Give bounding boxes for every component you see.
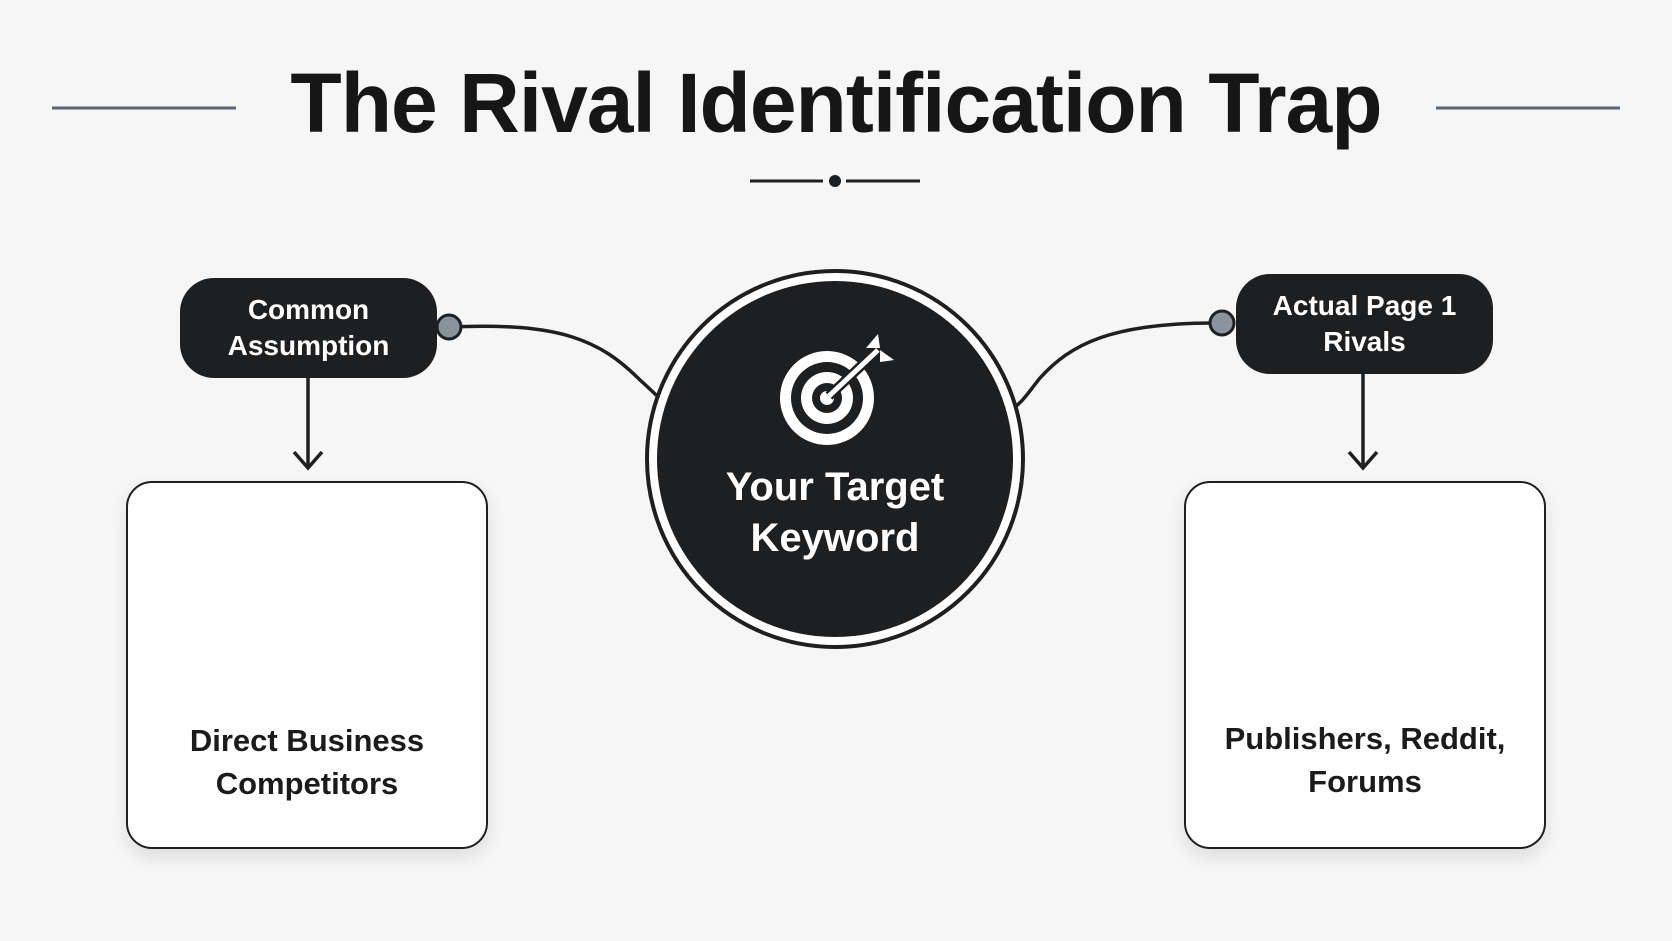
arrow-right-down [1347, 374, 1379, 471]
connector-left [448, 324, 681, 414]
connector-right [1009, 321, 1223, 412]
direct-competitors-card: Direct Business Competitors [126, 481, 488, 849]
page-title: The Rival Identification Trap [290, 56, 1382, 150]
actual-rivals-pill: Actual Page 1 Rivals [1236, 274, 1493, 374]
target-keyword-label: Your Target Keyword [725, 465, 945, 560]
direct-competitors-label: Direct Business Competitors [189, 723, 425, 801]
publishers-label: Publishers, Reddit, Forums [1224, 721, 1506, 799]
common-assumption-pill: Common Assumption [180, 278, 437, 378]
connector-node-left [435, 313, 463, 341]
title-underline-ornament [750, 175, 920, 187]
center-node [645, 269, 1025, 649]
connector-node-right [1208, 309, 1236, 337]
actual-rivals-label: Actual Page 1 Rivals [1272, 290, 1457, 357]
arrow-left-down [292, 378, 324, 471]
publishers-card: Publishers, Reddit, Forums [1184, 481, 1546, 849]
common-assumption-label: Common Assumption [227, 294, 390, 361]
target-icon [780, 334, 894, 445]
